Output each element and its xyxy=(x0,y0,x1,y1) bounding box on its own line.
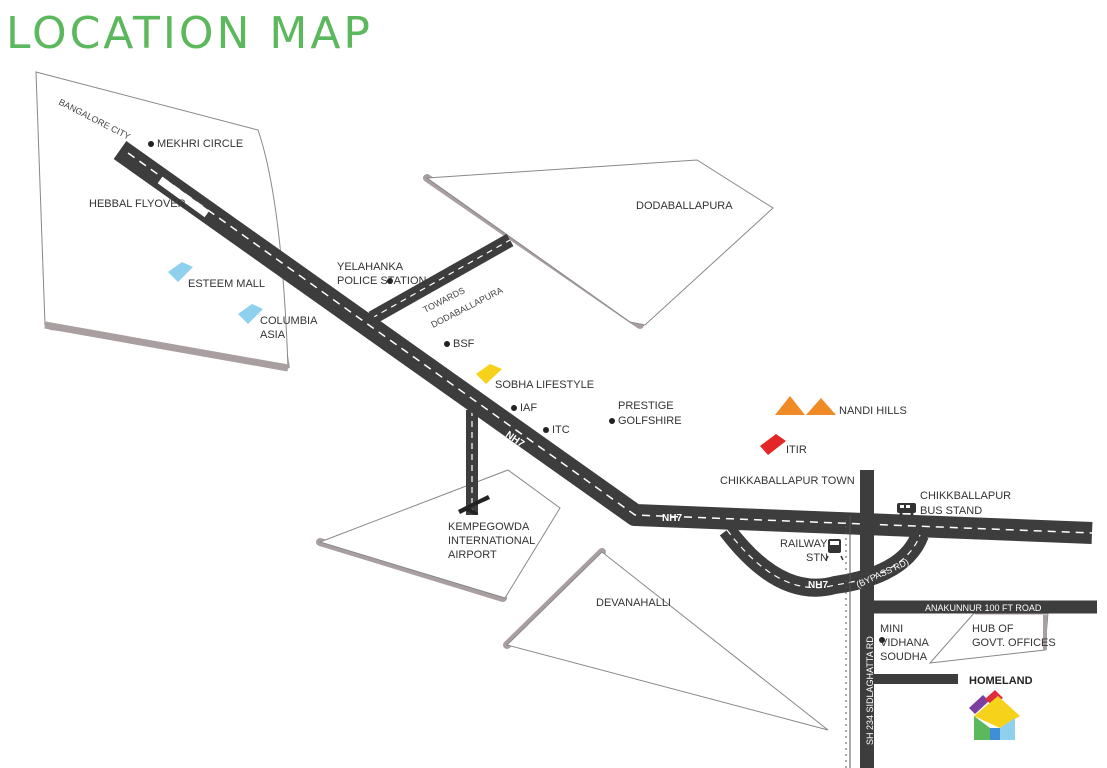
label-railway-2: STN xyxy=(806,552,828,564)
label-hebbal-flyover: HEBBAL FLYOVER xyxy=(89,198,186,210)
label-bsf: BSF xyxy=(453,338,475,350)
label-airport-3: AIRPORT xyxy=(448,549,497,561)
label-homeland: HOMELAND xyxy=(969,675,1033,687)
label-itc: ITC xyxy=(552,424,570,436)
region-dodaballapura xyxy=(423,159,774,329)
dot-itc xyxy=(543,427,549,433)
label-mini-vidhana-2: VIDHANA xyxy=(880,637,930,649)
road-label-anakunnur: ANAKUNNUR 100 FT ROAD xyxy=(925,603,1042,613)
road-label-nh7-c: NH7 xyxy=(808,580,828,591)
nandi-hills-icon-2 xyxy=(806,398,836,415)
columbia-asia-pin-icon xyxy=(238,304,263,324)
label-mini-vidhana-1: MINI xyxy=(880,623,903,635)
label-prestige-1: PRESTIGE xyxy=(618,400,674,412)
page-title: LOCATION MAP xyxy=(6,8,373,59)
region-devanahalli xyxy=(503,548,829,731)
label-columbia-asia-1: COLUMBIA xyxy=(260,315,318,327)
label-prestige-2: GOLFSHIRE xyxy=(618,415,682,427)
dot-yelahanka xyxy=(387,278,393,284)
label-towards-doda-2: DODABALLAPURA xyxy=(429,285,504,330)
label-nandi-hills: NANDI HILLS xyxy=(839,405,907,417)
sobha-pin-icon xyxy=(476,364,502,384)
label-yelahanka-2: POLICE STATION xyxy=(337,275,426,287)
dot-mekhri-circle xyxy=(148,141,154,147)
roads xyxy=(113,141,1097,768)
label-yelahanka-1: YELAHANKA xyxy=(337,261,404,273)
label-railway-1: RAILWAY xyxy=(780,538,828,550)
label-mekhri-circle: MEKHRI CIRCLE xyxy=(157,138,243,150)
homeland-logo-icon xyxy=(969,690,1020,740)
bus-icon xyxy=(897,503,916,516)
label-bus-stand-2: BUS STAND xyxy=(920,505,982,517)
dot-bsf xyxy=(444,341,450,347)
label-airport-1: KEMPEGOWDA xyxy=(448,521,530,533)
label-hub-offices-1: HUB OF xyxy=(972,623,1014,635)
label-devanahalli: DEVANAHALLI xyxy=(596,597,671,609)
itir-pin-icon xyxy=(760,434,786,455)
road-label-sidlaghatta: SH 234 SIDLAGHATTA RD xyxy=(865,636,875,745)
label-columbia-asia-2: ASIA xyxy=(260,329,286,341)
region-airport xyxy=(316,469,561,602)
esteem-mall-pin-icon xyxy=(168,262,193,282)
nandi-hills-icon xyxy=(775,396,805,415)
dot-iaf xyxy=(511,405,517,411)
label-iaf: IAF xyxy=(520,402,537,414)
train-icon xyxy=(825,539,844,561)
label-sobha: SOBHA LIFESTYLE xyxy=(495,379,594,391)
label-esteem-mall: ESTEEM MALL xyxy=(188,278,265,290)
label-itir: ITIR xyxy=(786,444,807,456)
label-chikkaballapur-town: CHIKKABALLAPUR TOWN xyxy=(720,475,855,487)
dot-mini-vidhana xyxy=(879,637,885,643)
label-mini-vidhana-3: SOUDHA xyxy=(880,651,928,663)
road-label-nh7-b: NH7 xyxy=(662,513,682,524)
label-airport-2: INTERNATIONAL xyxy=(448,535,535,547)
label-dodaballapura: DODABALLAPURA xyxy=(636,200,733,212)
label-bus-stand-1: CHIKKBALLAPUR xyxy=(920,490,1011,502)
dot-prestige xyxy=(609,418,615,424)
region-bangalore-city xyxy=(35,71,290,372)
label-hub-offices-2: GOVT. OFFICES xyxy=(972,637,1056,649)
airplane-icon xyxy=(458,495,490,515)
